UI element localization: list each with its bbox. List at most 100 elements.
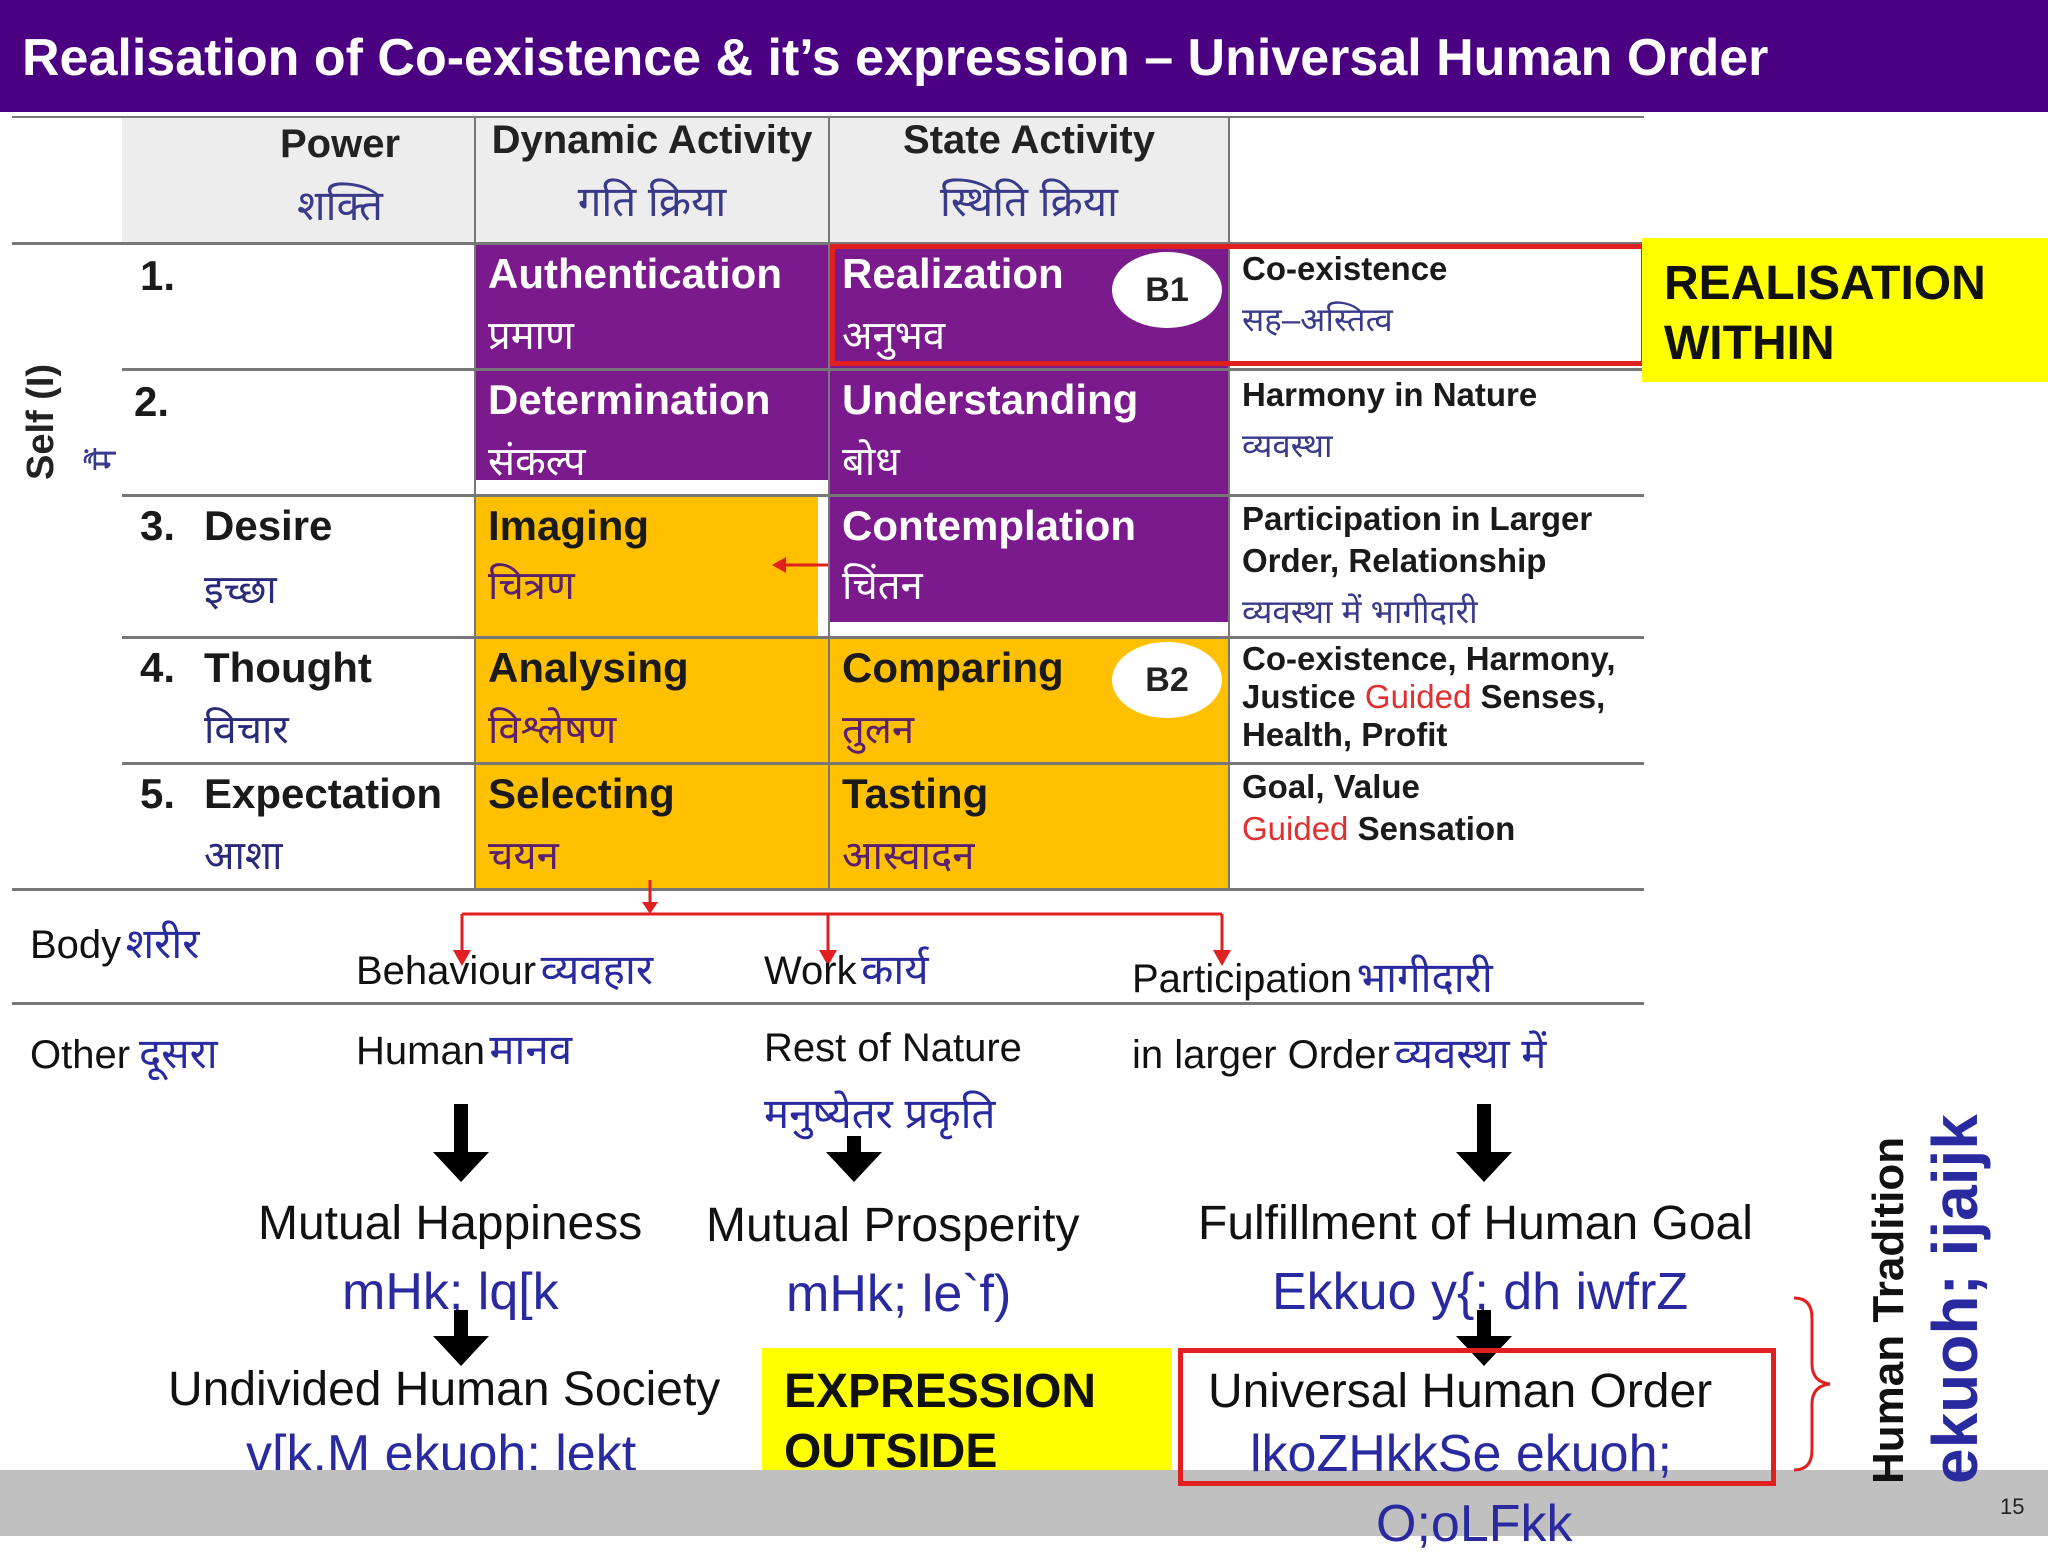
header-state-hi: स्थिति क्रिया (939, 178, 1119, 225)
grid-line (122, 368, 1644, 371)
dyn-imaging: Imaging (488, 502, 650, 549)
outcome-mutual-prosperity-hi: mHk; le`f) (786, 1265, 1012, 1323)
guided-text: Guided (1364, 678, 1472, 715)
desc-coexistence-hi: सह–अस्तित्व (1242, 301, 1393, 338)
state-understanding: Understanding (842, 376, 1139, 423)
work-label: Work कार्य (764, 946, 929, 993)
row-number: 5. (140, 770, 176, 817)
realization-highlight-box (830, 244, 1646, 366)
header-power-hi: शक्ति (297, 182, 383, 229)
universal-order-box (1178, 1348, 1776, 1486)
dyn-authentication: Authentication (488, 250, 782, 297)
cell-contemplation (830, 496, 1228, 622)
slide-title: Realisation of Co-existence & it’s expre… (22, 29, 1769, 87)
divider-white (818, 480, 828, 622)
cell-tasting (830, 764, 1228, 888)
left-arrow-icon (772, 557, 828, 573)
universal-human-order-hi2: O;oLFkk (1376, 1495, 1573, 1553)
universal-human-order-hi: lkoZHkkSe ekuoh; (1250, 1425, 1672, 1483)
desc-justice-line: Justice Guided Senses, (1242, 678, 1606, 715)
state-understanding-hi: बोध (842, 440, 900, 484)
power-desire-hi: इच्छा (204, 568, 277, 612)
down-arrow-icon (433, 1310, 489, 1366)
undivided-society: Undivided Human Society (168, 1363, 721, 1416)
header-dynamic-en: Dynamic Activity (491, 118, 813, 162)
cell-understanding (830, 370, 1228, 494)
desc-participation-hi: व्यवस्था में भागीदारी (1242, 593, 1478, 630)
realisation-within-box (1642, 238, 2048, 382)
down-arrow-icon (826, 1136, 882, 1182)
expression-outside-box (762, 1348, 1172, 1490)
self-label: Self (I) (20, 363, 62, 480)
grid-line (122, 494, 1644, 497)
page-number: 15 (2000, 1494, 2025, 1519)
desc-goal: Goal, Value (1242, 768, 1420, 805)
header-dynamic-cell (476, 116, 828, 242)
participation-label: Participation भागीदारी (1132, 954, 1493, 1001)
cell-analysing (476, 638, 828, 762)
outcome-mutual-happiness-hi: mHk; lq[k (342, 1263, 559, 1321)
state-comparing: Comparing (842, 644, 1064, 691)
desc-sensation-line: Guided Sensation (1242, 810, 1516, 847)
outcome-human-goal: Fulfillment of Human Goal (1198, 1197, 1753, 1250)
grid-line (828, 116, 830, 890)
expression-outside-line2: OUTSIDE (784, 1425, 998, 1478)
power-expectation-hi: आशा (204, 834, 283, 878)
power-expectation: Expectation (204, 770, 443, 817)
dyn-determination: Determination (488, 376, 771, 423)
grid-line (122, 762, 1644, 765)
desc-health: Health, Profit (1242, 716, 1448, 753)
dyn-analysing: Analysing (488, 644, 689, 691)
dyn-determination-hi: संकल्प (488, 440, 586, 484)
power-desire: Desire (204, 502, 333, 549)
badge-b1: B1 (1112, 252, 1222, 328)
row-number: 4. (140, 644, 176, 691)
title-bar (0, 0, 2048, 112)
behaviour-label: Behaviour व्यवहार (356, 946, 654, 993)
dyn-selecting: Selecting (488, 770, 675, 817)
state-contemplation-hi: चिंतन (842, 564, 923, 608)
human-label: Human मानव (356, 1026, 573, 1073)
grid-line (1228, 116, 1230, 890)
row-number: 3. (140, 502, 176, 549)
desc-harmony-hi: व्यवस्था (1242, 427, 1333, 464)
body-label: Body शरीर (30, 920, 200, 967)
desc-participation: Participation in Larger (1242, 500, 1593, 537)
human-tradition-label: Human Tradition (1864, 1136, 1913, 1484)
cell-determination (476, 370, 828, 480)
outcome-mutual-prosperity: Mutual Prosperity (706, 1199, 1080, 1252)
dyn-selecting-hi: चयन (488, 834, 559, 878)
expression-outside-line1: EXPRESSION (784, 1365, 1097, 1418)
header-state-cell (830, 116, 1228, 242)
desc-coexistence-harmony: Co-existence, Harmony, (1242, 640, 1616, 677)
state-tasting-hi: आस्वादन (842, 834, 975, 878)
larger-order-label: in larger Order व्यवस्था में (1132, 1030, 1547, 1077)
universal-human-order: Universal Human Order (1208, 1365, 1713, 1418)
header-power-en: Power (279, 122, 401, 166)
state-realization: Realization (842, 250, 1064, 297)
grid-line (474, 116, 476, 890)
row-number: 2. (134, 378, 170, 425)
branch-arrows (453, 880, 1231, 966)
outcome-mutual-happiness: Mutual Happiness (258, 1197, 643, 1250)
guided-text: Guided (1242, 810, 1349, 847)
cell-selecting (476, 764, 828, 888)
power-thought-hi: विचार (204, 708, 289, 752)
brace-icon (1793, 1296, 1831, 1472)
state-contemplation: Contemplation (842, 502, 1136, 549)
realisation-within-line2: WITHIN (1664, 317, 1835, 370)
other-label: Other दूसरा (30, 1030, 218, 1077)
self-label-hi: मैं (83, 448, 124, 470)
power-thought: Thought (204, 644, 372, 691)
dyn-imaging-hi: चित्रण (488, 564, 575, 608)
down-arrow-icon (1456, 1104, 1512, 1182)
header-state-en: State Activity (903, 118, 1155, 162)
desc-coexistence: Co-existence (1242, 250, 1448, 287)
desc-harmony: Harmony in Nature (1242, 376, 1538, 413)
realisation-within-line1: REALISATION (1664, 257, 1986, 310)
grid-line (122, 636, 1644, 639)
row-number: 1. (140, 252, 176, 299)
badge-b2: B2 (1112, 642, 1222, 718)
state-comparing-hi: तुलन (842, 708, 915, 752)
state-tasting: Tasting (842, 770, 989, 817)
